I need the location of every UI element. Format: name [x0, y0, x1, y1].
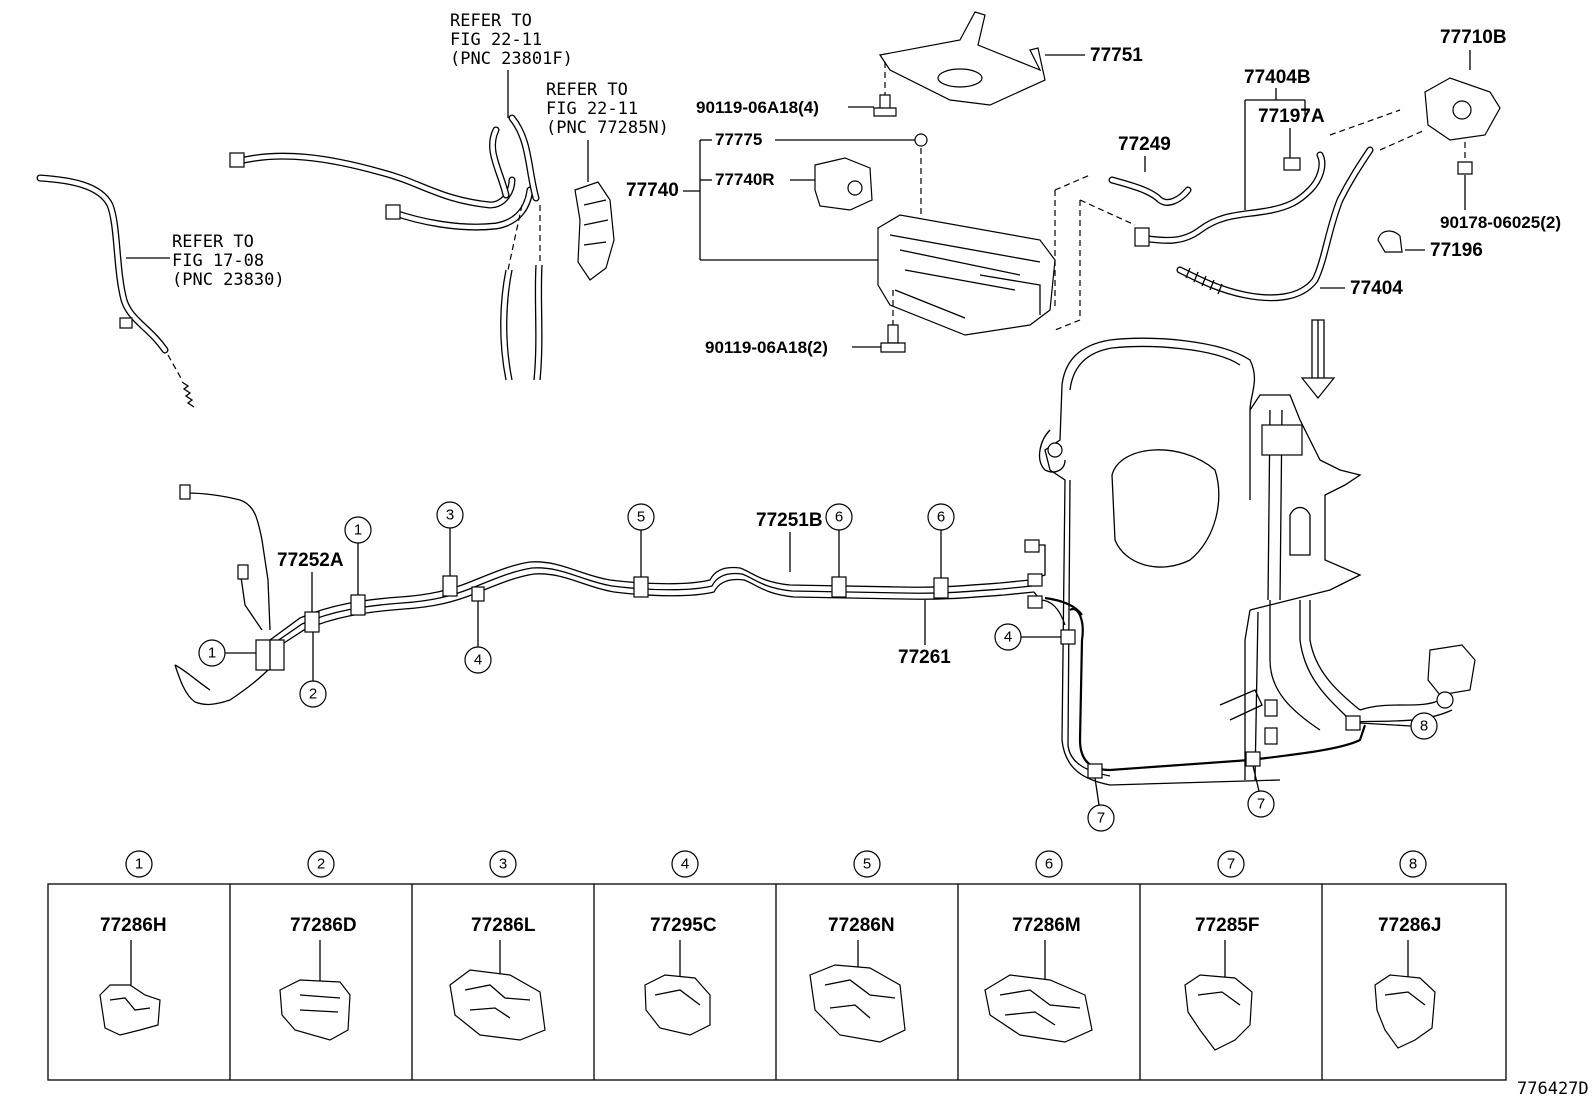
part-90119-06a18-4: 90119-06A18(4) [696, 98, 819, 117]
svg-text:4: 4 [474, 652, 482, 669]
svg-text:4: 4 [681, 856, 689, 873]
legend-cell-4: 4 77295C [644, 850, 717, 1036]
svg-text:5: 5 [637, 509, 645, 526]
part-77740: 77740 [626, 180, 679, 201]
part-77196: 77196 [1430, 240, 1483, 261]
part-77249: 77249 [1118, 134, 1171, 155]
part-77740r: 77740R [715, 170, 775, 189]
part-90119-06a18-2: 90119-06A18(2) [705, 338, 828, 357]
reference-note-2: REFER TO FIG 22-11 (PNC 77285N) [546, 80, 669, 138]
svg-text:77286N: 77286N [828, 915, 895, 936]
svg-text:REFER TO: REFER TO [546, 80, 628, 100]
fuel-tubes-drawing [229, 70, 543, 381]
svg-text:7: 7 [1227, 856, 1235, 873]
svg-text:FIG 22-11: FIG 22-11 [450, 30, 542, 50]
svg-text:7: 7 [1257, 796, 1265, 813]
filler-hose-drawing [36, 174, 195, 408]
legend-cell-6: 6 77286M [984, 850, 1093, 1043]
svg-text:(PNC 77285N): (PNC 77285N) [546, 118, 669, 138]
tube-bracket-drawing [574, 140, 615, 281]
svg-text:(PNC 23801F): (PNC 23801F) [450, 49, 573, 69]
svg-text:77286J: 77286J [1378, 915, 1441, 936]
charcoal-canister-drawing: 77775 77740R 77740 90119-06A18(2) [626, 130, 1136, 357]
svg-text:8: 8 [1409, 856, 1417, 873]
vapor-hoses-drawing: 77249 77404B 77197A 77404 77710B 90178-0… [1108, 27, 1561, 399]
svg-text:3: 3 [446, 507, 454, 524]
part-77775: 77775 [715, 130, 762, 149]
svg-text:77286H: 77286H [100, 915, 167, 936]
part-77261: 77261 [898, 647, 951, 668]
svg-text:3: 3 [499, 856, 507, 873]
diagram-id: 776427D [1517, 1079, 1589, 1099]
svg-text:5: 5 [863, 856, 871, 873]
legend-cell-2: 2 77286D [279, 850, 357, 1041]
part-77404b: 77404B [1244, 67, 1311, 88]
diagram-callouts: 1 1 2 3 4 5 6 6 4 7 7 8 [198, 501, 1438, 832]
svg-text:(PNC 23830): (PNC 23830) [172, 270, 285, 290]
svg-text:77286D: 77286D [290, 915, 357, 936]
reference-note-3: REFER TO FIG 17-08 (PNC 23830) [126, 232, 285, 290]
svg-text:1: 1 [354, 522, 362, 539]
svg-text:2: 2 [309, 686, 317, 703]
reference-note-1: REFER TO FIG 22-11 (PNC 23801F) [450, 11, 573, 69]
canister-bracket-drawing: 77751 90119-06A18(4) [696, 11, 1143, 117]
svg-text:FIG 17-08: FIG 17-08 [172, 251, 264, 271]
svg-text:77285F: 77285F [1195, 915, 1259, 936]
svg-text:77286L: 77286L [471, 915, 536, 936]
svg-text:FIG 22-11: FIG 22-11 [546, 99, 638, 119]
clip-legend-table: 1 77286H 2 77286D 3 77286L 4 77295C [47, 850, 1507, 1081]
svg-text:6: 6 [1045, 856, 1053, 873]
svg-text:6: 6 [937, 509, 945, 526]
part-77197a: 77197A [1258, 106, 1325, 127]
svg-text:2: 2 [317, 856, 325, 873]
part-90178-06025-2: 90178-06025(2) [1440, 213, 1561, 232]
line-clips [255, 575, 1361, 779]
svg-text:4: 4 [1004, 629, 1012, 646]
svg-text:77286M: 77286M [1012, 915, 1081, 936]
part-77710b: 77710B [1440, 27, 1507, 48]
svg-text:7: 7 [1097, 810, 1105, 827]
svg-text:1: 1 [135, 856, 143, 873]
svg-text:1: 1 [208, 645, 216, 662]
svg-text:6: 6 [835, 509, 843, 526]
part-77252a: 77252A [277, 550, 344, 571]
svg-text:8: 8 [1420, 718, 1428, 735]
legend-cell-7: 7 77285F [1184, 850, 1259, 1051]
part-77251b: 77251B [756, 510, 823, 531]
main-fuel-lines-drawing [174, 484, 1066, 706]
legend-cell-3: 3 77286L [449, 850, 546, 1041]
part-77751: 77751 [1090, 45, 1143, 66]
legend-cell-8: 8 77286J [1374, 850, 1441, 1049]
part-77404: 77404 [1350, 278, 1403, 299]
fuel-tank-drawing [1038, 337, 1476, 786]
svg-text:REFER TO: REFER TO [172, 232, 254, 252]
svg-text:REFER TO: REFER TO [450, 11, 532, 31]
legend-cell-5: 5 77286N [809, 850, 906, 1043]
legend-cell-1: 1 77286H [99, 850, 167, 1036]
svg-text:77295C: 77295C [650, 915, 717, 936]
